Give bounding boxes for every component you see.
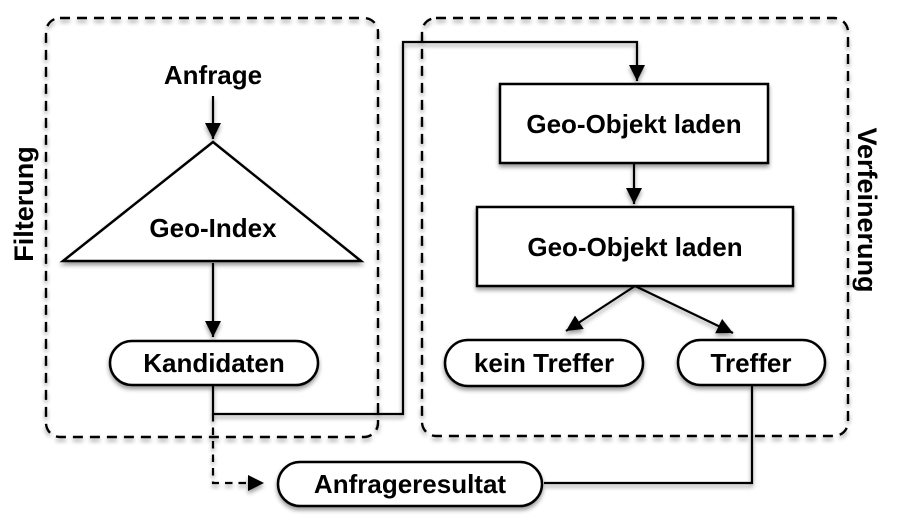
hit-label: Treffer [711, 348, 792, 378]
geo-index-triangle [59, 140, 365, 263]
phase-filtering-frame [44, 16, 380, 439]
candidates-pill [108, 339, 320, 387]
load-geo-object-1-label: Geo-Objekt laden [526, 109, 741, 139]
no-hit-label: kein Treffer [474, 348, 614, 378]
connector-hit-to-query-result [544, 384, 754, 485]
dashed-arrow-candidates-to-query-result [211, 414, 264, 491]
arrow-load-2-to-no-hit [565, 285, 636, 332]
query-result-pill [276, 460, 544, 508]
load-geo-object-1-box [498, 82, 770, 165]
geo-index-label: Geo-Index [149, 213, 277, 243]
query-result-label: Anfrageresultat [314, 469, 506, 499]
hit-pill [676, 338, 827, 387]
phase-refinement-label: Verfeinerung [852, 127, 882, 292]
arrow-load-2-to-hit [634, 285, 734, 334]
phase-filtering-label: Filterung [9, 146, 39, 262]
load-geo-object-2-label: Geo-Objekt laden [527, 232, 742, 262]
candidates-label: Kandidaten [143, 348, 285, 378]
connector-candidates-to-load-1 [211, 40, 645, 416]
query-label: Anfrage [164, 60, 262, 90]
no-hit-pill [443, 338, 645, 388]
load-geo-object-2-box [475, 205, 795, 288]
phase-refinement-frame [420, 16, 850, 438]
